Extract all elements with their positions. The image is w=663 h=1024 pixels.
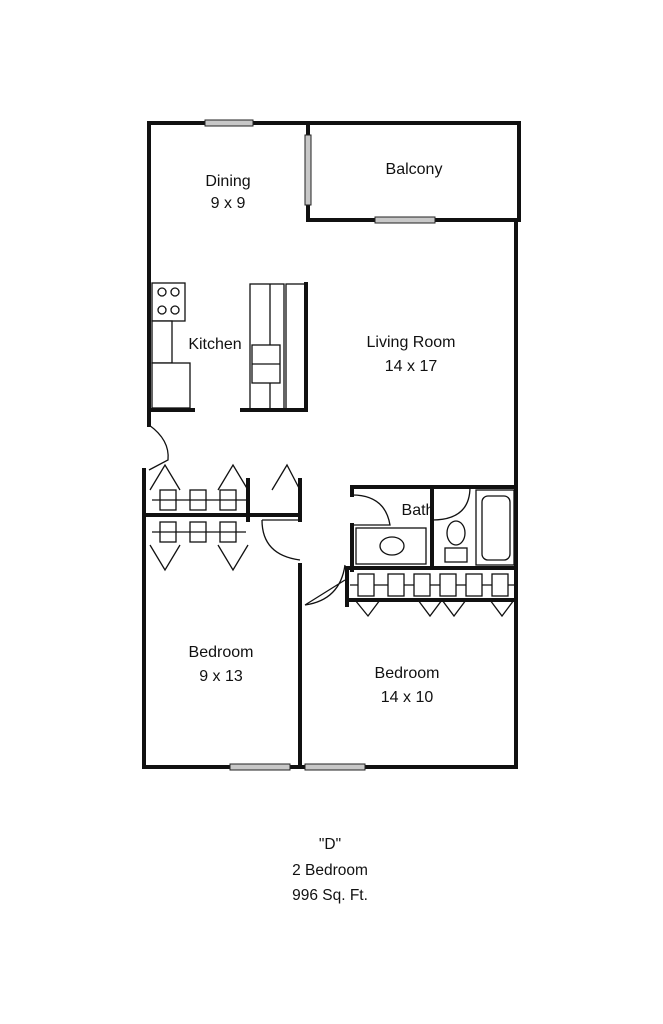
label-bath-name: Bath (402, 502, 435, 519)
label-bedroom-left-name: Bedroom (189, 644, 254, 661)
window-dining (204, 119, 254, 127)
label-kitchen-name: Kitchen (188, 336, 241, 353)
label-dining-name: Dining (205, 173, 250, 190)
label-bedroom-right-name: Bedroom (375, 665, 440, 682)
closet-shelving-lower (152, 521, 246, 543)
toilet-tank (444, 547, 468, 563)
window-sliding-door (304, 134, 312, 206)
window-bedroom-left (229, 763, 291, 771)
label-bedroom-left-size: 9 x 13 (199, 668, 243, 685)
caption-unit: "D" (319, 836, 341, 853)
label-living-name: Living Room (367, 334, 456, 351)
window-balcony (374, 216, 436, 224)
label-dining-size: 9 x 9 (211, 195, 246, 212)
entry-door (148, 424, 169, 471)
refrigerator (151, 362, 191, 409)
toilet (446, 520, 466, 546)
caption-area: 996 Sq. Ft. (292, 887, 368, 904)
windows (204, 119, 436, 771)
bath-fixtures (355, 489, 515, 566)
closet-shelving-upper (152, 489, 246, 511)
label-living-size: 14 x 17 (385, 358, 438, 375)
bath-sink (379, 536, 405, 556)
window-bedroom-right (304, 763, 366, 771)
kitchen-fixtures (147, 282, 308, 412)
caption-type: 2 Bedroom (292, 862, 368, 879)
label-balcony-name: Balcony (386, 161, 443, 178)
vanity (355, 527, 427, 565)
hall-closets (142, 463, 302, 572)
interior-walls (261, 485, 518, 769)
stove (151, 282, 186, 322)
label-bedroom-right-size: 14 x 10 (381, 689, 434, 706)
kitchen-counter-left (151, 320, 173, 364)
plan-caption: "D" 2 Bedroom 996 Sq. Ft. (292, 836, 368, 904)
bedroom-closet (345, 573, 518, 618)
room-labels: Dining 9 x 9 Balcony Kitchen Living Room… (188, 161, 455, 706)
